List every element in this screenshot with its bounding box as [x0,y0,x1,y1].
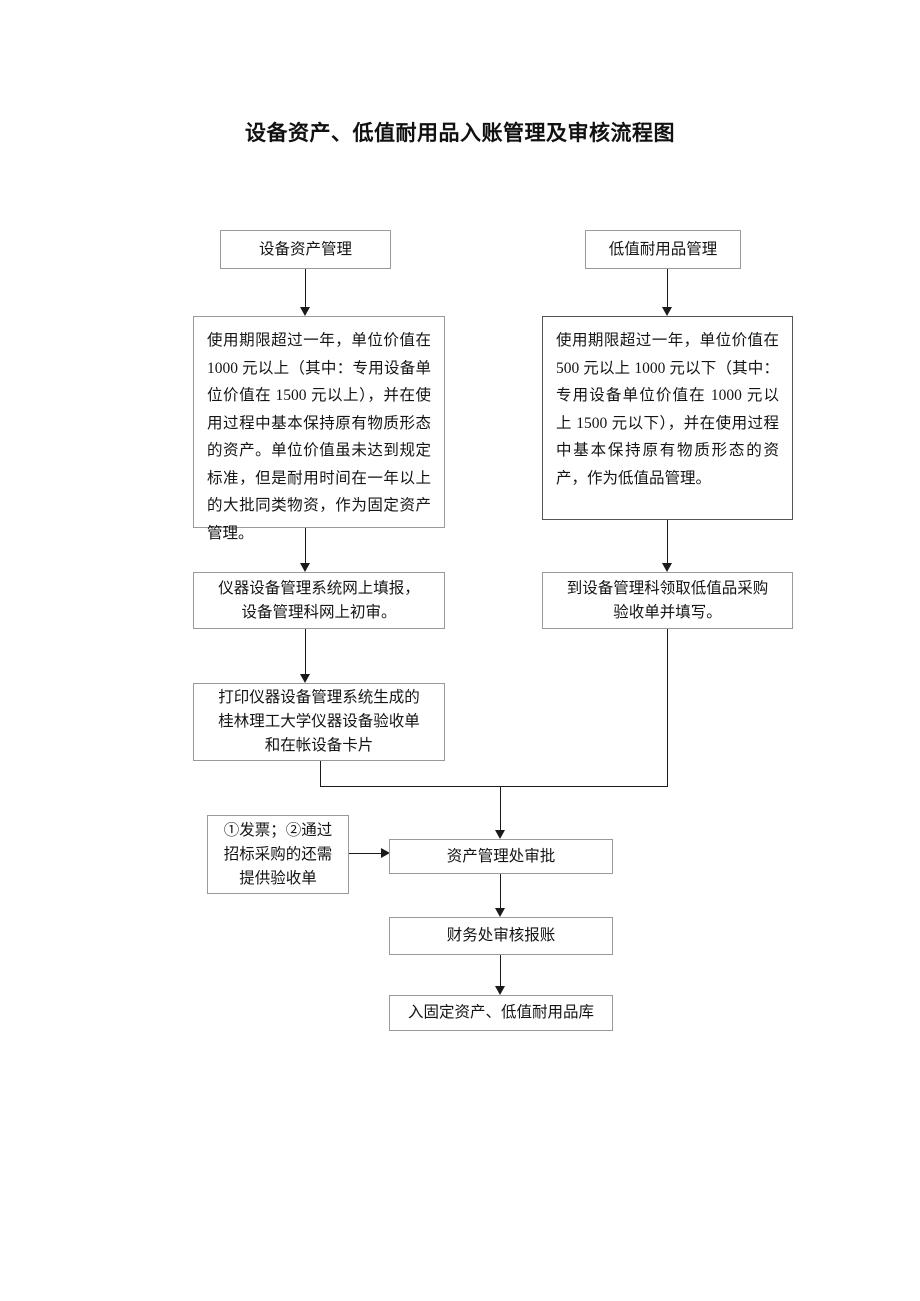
node-right-header-label: 低值耐用品管理 [608,240,718,258]
node-right-header: 低值耐用品管理 [585,230,741,269]
arrowhead-note-to-approval [381,848,390,858]
connector-note-to-approval [349,853,382,854]
node-left-step-report-label: 仪器设备管理系统网上填报， 设备管理科网上初审。 [218,579,420,621]
node-right-criteria: 使用期限超过一年，单位价值在 500 元以上 1000 元以下（其中：专用设备单… [542,316,793,520]
arrowhead-approval-to-finance [495,908,505,917]
node-shared-step-inventory-label: 入固定资产、低值耐用品库 [407,1004,594,1021]
connector-right-receive-down [667,629,668,787]
node-side-note-text: ①发票；②通过 招标采购的还需 提供验收单 [223,821,333,887]
arrowhead-right-header-to-criteria [662,307,672,316]
node-left-header-label: 设备资产管理 [258,240,352,258]
connector-finance-to-inventory [500,955,501,989]
node-left-header: 设备资产管理 [220,230,391,269]
node-right-criteria-text: 使用期限超过一年，单位价值在 500 元以上 1000 元以下（其中：专用设备单… [556,332,779,487]
arrowhead-right-criteria-to-receive [662,563,672,572]
node-left-step-print-label: 打印仪器设备管理系统生成的 桂林理工大学仪器设备验收单 和在帐设备卡片 [218,689,420,754]
connector-bus-to-approval [500,786,501,832]
node-left-step-print: 打印仪器设备管理系统生成的 桂林理工大学仪器设备验收单 和在帐设备卡片 [193,683,445,761]
page-title: 设备资产、低值耐用品入账管理及审核流程图 [245,121,675,145]
node-shared-step-inventory: 入固定资产、低值耐用品库 [389,995,613,1031]
connector-right-criteria-to-receive [667,520,668,565]
arrowhead-left-report-to-print [300,674,310,683]
node-shared-step-finance-label: 财务处审核报账 [446,927,556,944]
connector-right-header-to-criteria [667,269,668,309]
node-right-step-receive: 到设备管理科领取低值品采购 验收单并填写。 [542,572,793,629]
connector-left-criteria-to-report [305,528,306,565]
node-right-step-receive-label: 到设备管理科领取低值品采购 验收单并填写。 [566,579,769,621]
connector-merge-bus [320,786,668,787]
connector-approval-to-finance [500,874,501,910]
node-side-note: ①发票；②通过 招标采购的还需 提供验收单 [207,815,349,894]
node-left-criteria-text: 使用期限超过一年，单位价值在 1000 元以上（其中：专用设备单位价值在 150… [207,332,431,542]
connector-left-header-to-criteria [305,269,306,309]
node-left-step-report: 仪器设备管理系统网上填报， 设备管理科网上初审。 [193,572,445,629]
node-shared-step-finance: 财务处审核报账 [389,917,613,955]
node-shared-step-approval-label: 资产管理处审批 [446,847,556,865]
connector-left-print-down [320,761,321,787]
node-left-criteria: 使用期限超过一年，单位价值在 1000 元以上（其中：专用设备单位价值在 150… [193,316,445,542]
node-shared-step-approval: 资产管理处审批 [389,839,613,874]
arrowhead-left-criteria-to-report [300,563,310,572]
arrowhead-bus-to-approval [495,830,505,839]
arrowhead-left-header-to-criteria [300,307,310,316]
connector-left-report-to-print [305,629,306,676]
arrowhead-finance-to-inventory [495,986,505,995]
